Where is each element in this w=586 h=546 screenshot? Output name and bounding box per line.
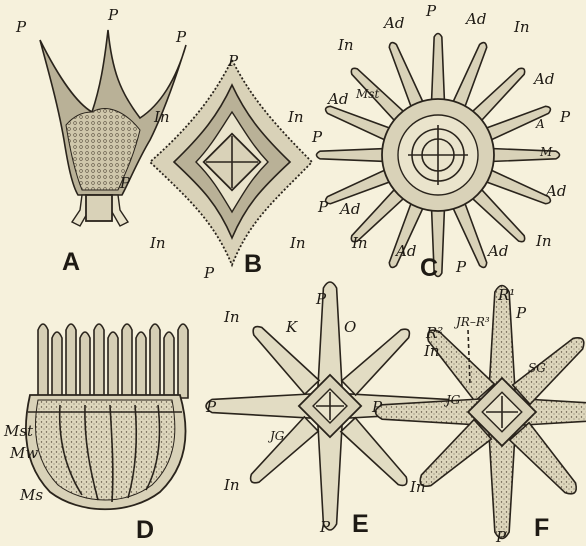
panel-d-tentacle (164, 332, 174, 398)
panel-d-tentacle (38, 324, 48, 398)
panel-a-drawing (40, 30, 186, 226)
panel-c-label-16: In (535, 232, 552, 250)
panel-c-label-3: Ad (464, 10, 486, 28)
panel-e-arm (253, 327, 319, 395)
panel-e-label-5: P (205, 398, 217, 416)
panel-d-drawing (26, 324, 188, 509)
panel-d-tentacle (80, 332, 90, 398)
panel-e-label-2: In (223, 308, 240, 326)
panel-c-label-4: In (337, 36, 354, 54)
panel-a-label-1: P (15, 18, 27, 36)
panel-c-label-6: Ad (326, 90, 348, 108)
panel-e-label-4: O (344, 318, 356, 336)
panel-f-arm (420, 420, 491, 486)
panel-c-label-9: P (311, 128, 323, 146)
panel-c-label-5: In (513, 18, 530, 36)
panel-e-label-9: P (319, 518, 331, 536)
panel-d-tentacle (122, 324, 132, 398)
panel-d-tentacle (150, 324, 160, 398)
panel-f-label-5: In (423, 342, 440, 360)
panel-c-label-15: In (351, 234, 368, 252)
panel-e-label-8: In (223, 476, 240, 494)
panel-b-label-1: P (227, 52, 239, 70)
panel-f-label-6: SG (528, 361, 546, 375)
panel-f-label-3: R² (425, 324, 443, 342)
panel-b-drawing (150, 60, 312, 265)
panel-e-caption: E (352, 510, 369, 538)
panel-d-label-3: Ms (19, 486, 43, 504)
panel-c-label-8: Ad (532, 70, 554, 88)
panel-c-label-10: A (535, 117, 545, 131)
panel-c-caption: C (420, 254, 438, 282)
panel-b-label-3: In (287, 108, 304, 126)
panel-e-arm (206, 394, 310, 418)
panel-c-label-11: P (559, 108, 571, 126)
panel-e-arm (342, 329, 410, 395)
panel-d-label-2: Mw (9, 444, 38, 462)
panel-c-label-13: Ad (338, 200, 360, 218)
panel-b-label-2: In (153, 108, 170, 126)
panel-c-label-19: P (455, 258, 467, 276)
panel-e-label-1: P (315, 290, 327, 308)
panel-d-label-1: Mst (3, 422, 34, 440)
panel-f-caption: F (534, 514, 549, 542)
panel-c-label-18: Ad (486, 242, 508, 260)
panel-e-label-3: K (285, 318, 298, 336)
panel-b-label-7: In (289, 234, 306, 252)
panel-e-label-7: JG (267, 429, 285, 443)
panel-c-label-1: P (425, 2, 437, 20)
panel-b-label-6: In (149, 234, 166, 252)
panel-d-caption: D (136, 516, 154, 544)
panel-b-label-4: P (119, 174, 131, 192)
panel-e-arm (251, 417, 319, 483)
panel-c-label-14: Ad (544, 182, 566, 200)
panel-a-label-2: P (107, 6, 119, 24)
panel-f-label-8: In (409, 478, 426, 496)
panel-d-tentacle (136, 332, 146, 398)
panel-e-arm (318, 426, 342, 530)
panel-f-label-2: P (515, 304, 527, 322)
panel-d-tentacle (52, 332, 62, 398)
panel-f-label-4: JR–R³ (453, 315, 490, 329)
panel-d-tentacle (178, 324, 188, 398)
panel-f-arm (510, 423, 576, 494)
panel-d-tentacle (94, 324, 104, 398)
panel-f-arm (489, 434, 515, 539)
panel-f-arm (513, 338, 584, 404)
panel-f-label-9: P (495, 528, 507, 546)
panel-e-label-6: P (371, 398, 383, 416)
panel-b-label-8: P (203, 264, 215, 282)
panel-b-label-5: P (317, 198, 329, 216)
panel-e-arm (341, 418, 407, 486)
panel-c-label-12: M (539, 145, 553, 159)
panel-b-caption: B (244, 250, 262, 278)
panel-c-label-7: Mst (355, 87, 379, 101)
panel-a-caption: A (62, 248, 80, 276)
panel-c-label-17: Ad (394, 242, 416, 260)
panel-c-label-2: Ad (382, 14, 404, 32)
panel-d-tentacle (108, 332, 118, 398)
panel-f-label-7: JG (443, 393, 461, 407)
panel-d-tentacle (66, 324, 76, 398)
panel-a-label-3: P (175, 28, 187, 46)
panel-f-label-1: R¹ (497, 286, 515, 304)
